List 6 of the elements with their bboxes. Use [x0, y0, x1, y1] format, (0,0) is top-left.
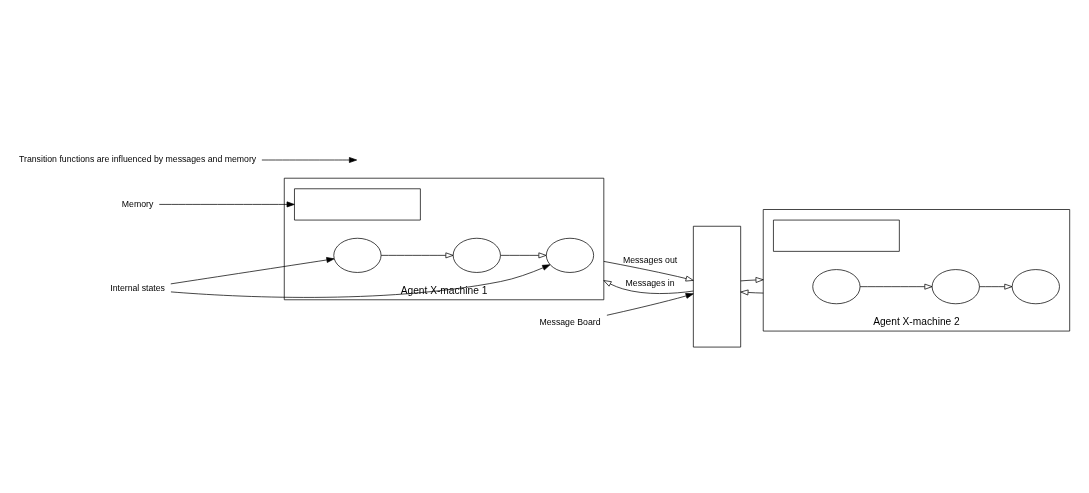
edge-label: Messages out	[622, 254, 678, 265]
node-text: Message Board	[539, 316, 601, 327]
node-text: Memory	[121, 198, 154, 209]
edge-label: Messages in	[625, 277, 675, 288]
node-text: Internal states	[110, 282, 165, 293]
node-text: Transition functions are influenced by messages and memory	[19, 153, 257, 164]
